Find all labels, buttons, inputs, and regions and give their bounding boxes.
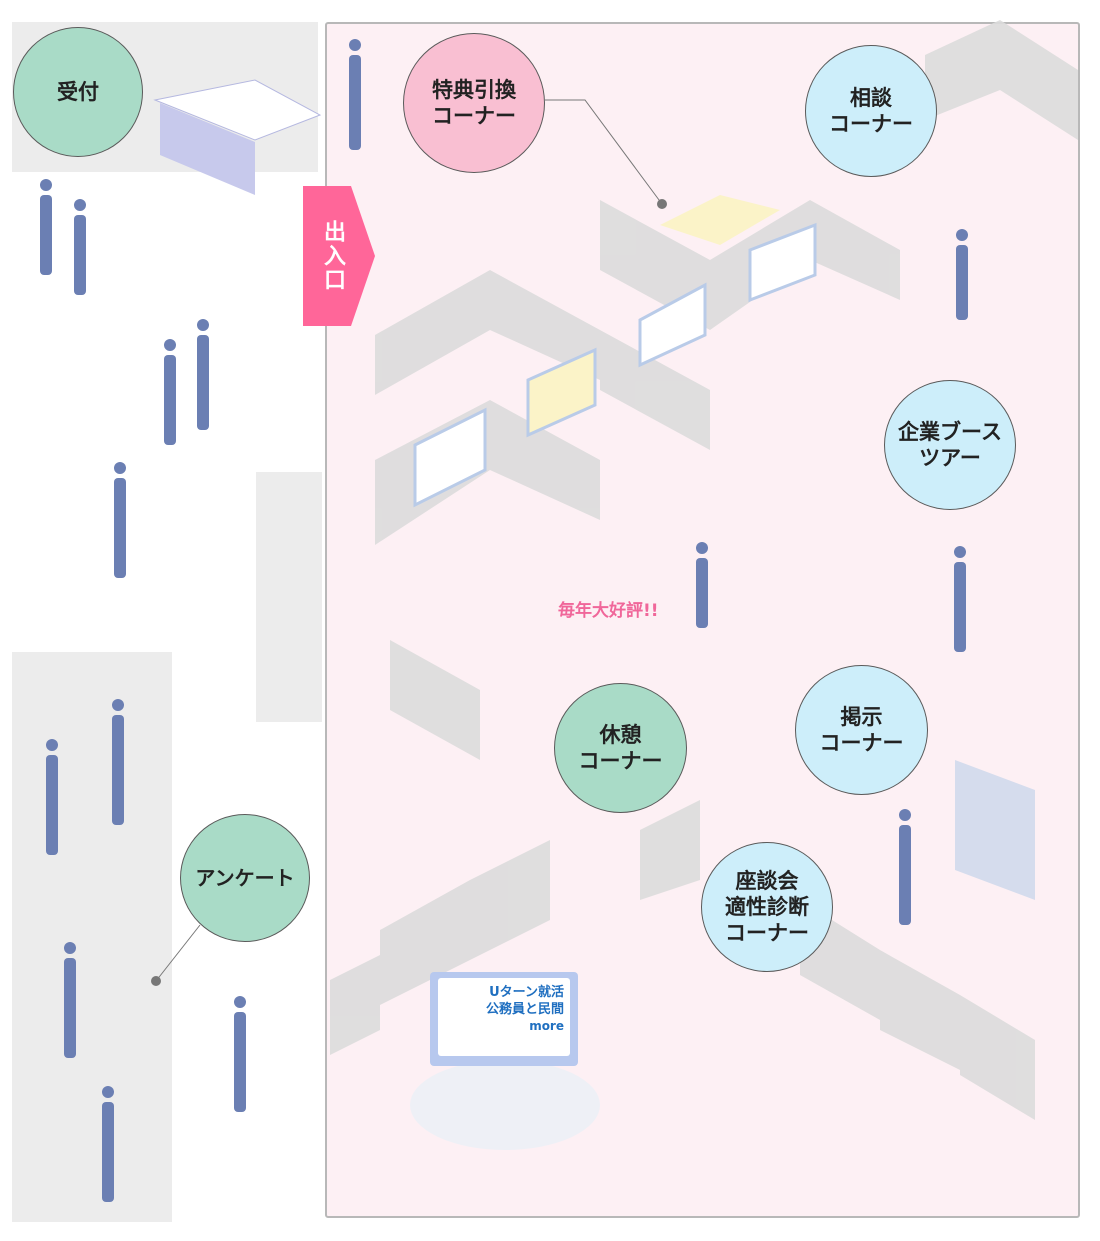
zone-rest[interactable]: 休憩 コーナー (554, 683, 687, 813)
zone-bulletin[interactable]: 掲示 コーナー (795, 665, 928, 795)
zone-booth-tour[interactable]: 企業ブース ツアー (884, 380, 1016, 510)
benefit-counter (660, 195, 780, 245)
more-link[interactable]: more (529, 1019, 564, 1033)
zone-consultation[interactable]: 相談 コーナー (805, 45, 937, 177)
zone-reception[interactable]: 受付 (13, 27, 143, 157)
entrance-arrow (303, 186, 375, 326)
zone-benefit-exchange[interactable]: 特典引換 コーナー (403, 33, 545, 173)
round-table (410, 1060, 600, 1150)
survey-leader-line (155, 924, 201, 982)
signboard-line1: Uターン就活 (489, 985, 564, 1000)
zone-roundtable-aptitude[interactable]: 座談会 適性診断 コーナー (701, 842, 833, 972)
visitors (40, 39, 968, 1202)
booth-partitions (330, 20, 1078, 1120)
entrance-label: 出入口 (320, 220, 345, 292)
screens (413, 222, 817, 508)
survey-area (12, 652, 172, 1222)
corridor-wall (256, 472, 322, 722)
zone-survey[interactable]: アンケート (180, 814, 310, 942)
uturn-signboard[interactable]: Uターン就活 公務員と民間 more (430, 972, 578, 1066)
popular-badge: 毎年大好評!! (558, 601, 659, 621)
signboard-line2: 公務員と民間 (485, 1002, 564, 1017)
benefit-leader-line (545, 99, 663, 205)
digital-board (955, 760, 1035, 900)
